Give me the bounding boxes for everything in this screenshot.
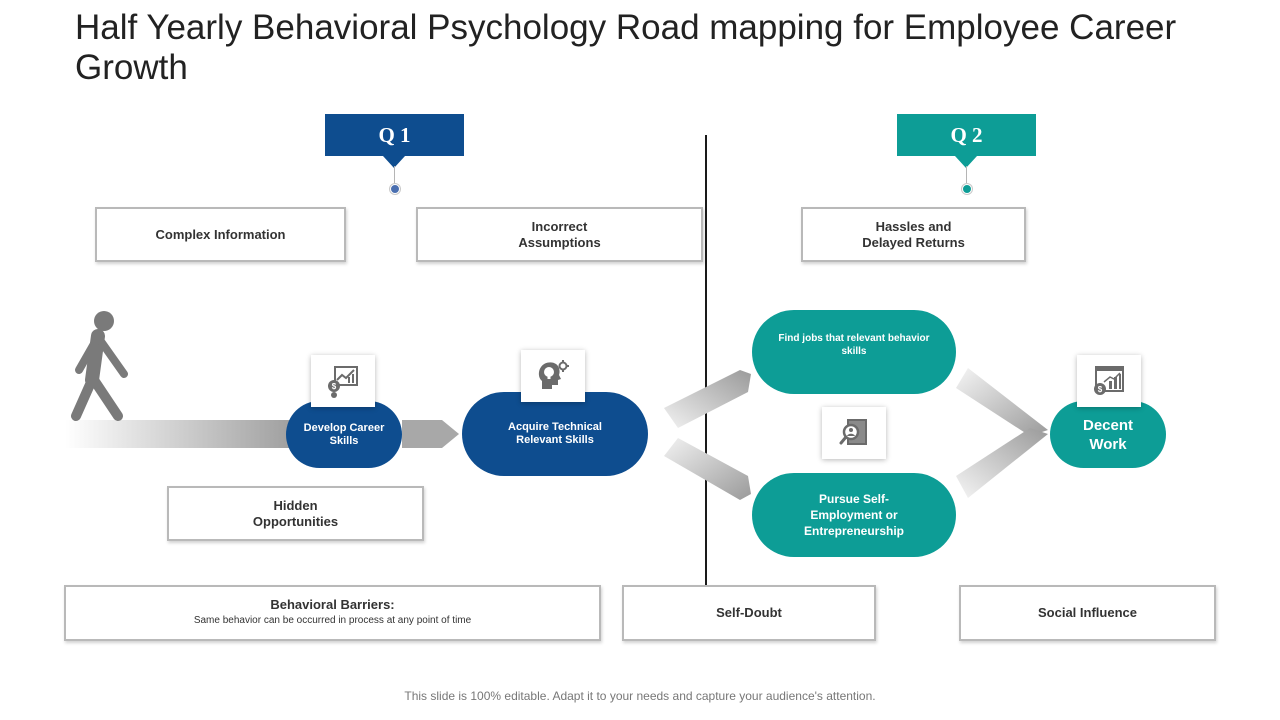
q2-connector [966,166,967,186]
step-pursue-self-employment: Pursue Self- Employment or Entrepreneurs… [752,473,956,557]
q2-dot [962,184,972,194]
quarter-tag-q1: Q 1 [325,114,464,168]
barrier-self-doubt: Self-Doubt [622,585,876,641]
q1-connector [394,166,395,186]
arrow-acquire-to-find-jobs [664,370,751,428]
footer-note: This slide is 100% editable. Adapt it to… [404,689,876,703]
barrier-hidden-opportunities: Hidden Opportunities [167,486,424,541]
quarter-divider [705,135,707,585]
walking-person-icon [71,311,128,421]
head-lightbulb-icon [521,350,585,402]
arrow-pursue-to-decent-work [956,428,1048,498]
dollar-growth-chart-icon: $ [1077,355,1141,407]
svg-text:$: $ [1098,385,1103,394]
arrow-acquire-to-pursue [664,438,751,500]
svg-text:$: $ [332,382,337,391]
barrier-social-influence: Social Influence [959,585,1216,641]
dollar-chart-person-icon: $ [311,355,375,407]
search-person-document-icon [822,407,886,459]
arrow-develop-to-acquire [402,420,459,448]
page-title: Half Yearly Behavioral Psychology Road m… [75,8,1177,87]
step-acquire-technical-skills: Acquire Technical Relevant Skills [462,392,648,476]
behavioral-barriers-box: Behavioral Barriers: Same behavior can b… [64,585,601,641]
step-find-jobs: Find jobs that relevant behavior skills [752,310,956,394]
behavioral-barriers-subtitle: Same behavior can be occurred in process… [193,615,472,626]
flow-arrows [65,311,1048,500]
step-develop-career-skills: Develop Career Skills [286,401,402,468]
barrier-incorrect-assumptions: Incorrect Assumptions [416,207,703,262]
barrier-complex-information: Complex Information [95,207,346,262]
arrow-find-jobs-to-decent-work [956,368,1048,436]
start-path-bar [65,420,300,448]
barrier-hassles-delayed-returns: Hassles and Delayed Returns [801,207,1026,262]
q1-dot [390,184,400,194]
behavioral-barriers-title: Behavioral Barriers: [270,597,395,612]
quarter-tag-q2: Q 2 [897,114,1036,168]
step-decent-work: Decent Work [1050,401,1166,468]
